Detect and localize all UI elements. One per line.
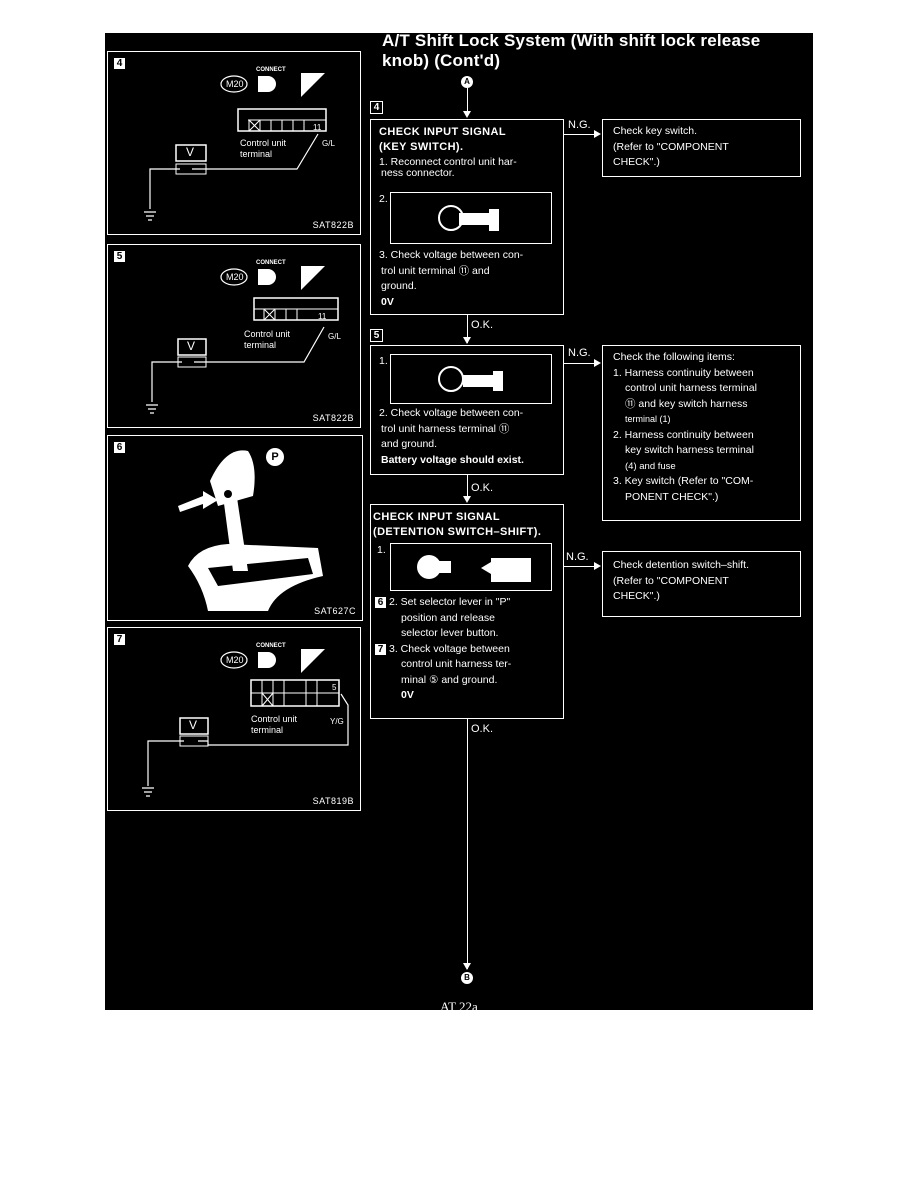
meter-label: V [187, 339, 196, 353]
panel-step-number: 4 [114, 58, 125, 69]
m20-label: M20 [226, 272, 244, 282]
wire-color-label: G/L [322, 139, 335, 148]
connect-label: CONNECT [256, 643, 286, 649]
connector-a-badge: A [461, 76, 473, 88]
ground-icon [146, 404, 158, 414]
diagram-panel-7: 7 M20 CONNECT H.S. V 5 Y/G Control unit … [107, 627, 361, 811]
figure-code: SAT627C [314, 606, 356, 616]
figure-code: SAT822B [312, 413, 354, 423]
figure-code: SAT819B [312, 796, 354, 806]
connector-check-diagram [146, 266, 339, 414]
pin-label: 11 [318, 312, 327, 321]
wire-color-label: Y/G [330, 717, 344, 726]
connector-check-diagram [142, 649, 349, 797]
key-insert-illustration [390, 354, 552, 404]
panel-step-number: 6 [114, 442, 125, 453]
ground-icon [144, 211, 156, 221]
control-unit-terminal-label: Control unit terminal [244, 329, 291, 350]
meter-label: V [186, 145, 195, 159]
connector-b-badge: B [461, 972, 473, 984]
control-unit-terminal-label: Control unit terminal [240, 138, 287, 159]
pin-label: 5 [332, 683, 337, 692]
voltmeter-icon [179, 717, 209, 735]
check-key-switch-box: CHECK INPUT SIGNAL (KEY SWITCH). 1. Reco… [370, 119, 564, 315]
m20-icon [220, 268, 248, 286]
ok-label-6: O.K. [471, 723, 494, 735]
page-footer: AT 22a [440, 999, 478, 1014]
flow-step-4-number: 4 [370, 101, 383, 114]
m20-label: M20 [226, 79, 244, 89]
check-detention-switch-box: CHECK INPUT SIGNAL (DETENTION SWITCH–SHI… [370, 504, 564, 719]
push-arrow-icon [178, 491, 218, 512]
flow-step-5-number: 5 [370, 329, 383, 342]
panel-step-number: 7 [114, 634, 125, 645]
check-key-switch-result-box: Check key switch. (Refer to "COMPONENT C… [602, 119, 801, 177]
diagram-panel-6: 6 P SAT627C [107, 435, 363, 621]
check-harness-items-box: Check the following items: 1. Harness co… [602, 345, 801, 521]
connect-label: CONNECT [256, 67, 286, 73]
key-icon [459, 213, 489, 225]
detention-switch-illustration [390, 543, 552, 591]
figure-code: SAT822B [312, 220, 354, 230]
connector-check-diagram [144, 73, 327, 221]
voltmeter-icon [177, 338, 207, 356]
lever-button-icon [224, 490, 232, 498]
key-icon [463, 375, 493, 387]
ground-icon [142, 787, 154, 797]
wire-color-label: G/L [328, 332, 341, 341]
m20-label: M20 [226, 655, 244, 665]
control-unit-terminal-label: Control unit terminal [251, 714, 298, 735]
selector-lever-diagram [178, 450, 323, 611]
ng-label-5: N.G. [568, 347, 591, 359]
gear-p-badge: P [266, 448, 284, 466]
key-icon [429, 561, 451, 573]
ng-label-6: N.G. [566, 551, 589, 563]
switch-icon [491, 558, 531, 582]
ng-label-4: N.G. [568, 119, 591, 131]
check-detention-switch-result-box: Check detention switch–shift. (Refer to … [602, 551, 801, 617]
key-insert-illustration [390, 192, 552, 244]
connector-plug-icon [258, 269, 276, 285]
ref-panel-7-tag: 7 [375, 643, 386, 655]
connect-label: CONNECT [256, 260, 286, 266]
ok-label-4: O.K. [471, 319, 494, 331]
diagram-panel-5: 5 M20 CONNECT H.S. V 11 G/L Control unit… [107, 244, 361, 428]
hs-label: H.S. [311, 666, 325, 673]
m20-icon [220, 75, 248, 93]
pin-label: 11 [313, 123, 322, 132]
hs-label: H.S. [311, 283, 325, 290]
connector-plug-icon [258, 76, 276, 92]
selector-lever-icon [223, 491, 248, 571]
meter-label: V [189, 718, 198, 732]
ref-panel-6-tag: 6 [375, 597, 386, 608]
connector-plug-icon [258, 652, 276, 668]
voltmeter-icon [175, 144, 207, 162]
key-voltage-check-box: 1. 2. Check voltage between con- trol un… [370, 345, 564, 475]
page-title: A/T Shift Lock System (With shift lock r… [382, 31, 761, 70]
manual-page: A/T Shift Lock System (With shift lock r… [105, 31, 813, 1014]
diagram-panel-4: 4 M20 CONNECT H.S. V 11 G/L Control unit… [107, 51, 361, 235]
hs-label: H.S. [311, 90, 325, 97]
panel-step-number: 5 [114, 251, 125, 262]
m20-icon [220, 651, 248, 669]
ok-label-5: O.K. [471, 482, 494, 494]
